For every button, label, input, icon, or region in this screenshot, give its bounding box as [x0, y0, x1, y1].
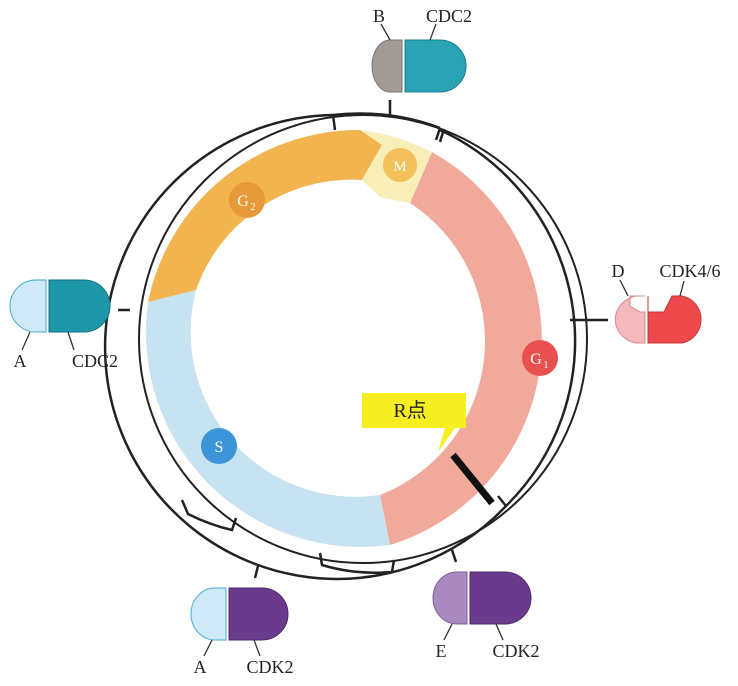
g1-sub: 1 [544, 360, 549, 371]
phase-s-arc [145, 290, 390, 547]
complex-b-cyclin-label: B [373, 6, 385, 26]
g1-label: G [530, 351, 542, 368]
phase-brackets [103, 100, 608, 581]
r-point-marker-line [450, 452, 495, 506]
phase-g1-arc [380, 152, 542, 545]
phase-ring [145, 129, 542, 547]
complex-a1-cdk-label: CDC2 [72, 351, 118, 371]
s-label: S [215, 439, 224, 456]
complex-e-cdk-label: CDK2 [492, 641, 539, 661]
complex-e-cyclin-label: E [436, 641, 447, 661]
phase-badge-m: M [383, 148, 417, 182]
outer-circle [138, 114, 588, 564]
g2-sub: 2 [251, 202, 256, 213]
r-point-label: R点 [393, 399, 426, 422]
complex-a2-cyclin-label: A [194, 657, 207, 677]
complex-a2-cdk-label: CDK2 [246, 657, 293, 677]
complex-a1-cyclin-label: A [14, 351, 27, 371]
bracket-s-short [180, 499, 238, 532]
outer-bracket-ring [103, 113, 507, 581]
r-point-callout: R点 [362, 393, 466, 452]
complex-d-cdk46: D CDK4/6 [612, 261, 721, 344]
phase-g2-arc [148, 129, 382, 302]
phase-badge-g1: G 1 [522, 340, 558, 376]
complex-a-cdc2: A CDC2 [9, 279, 118, 371]
bracket-g1-s [318, 552, 396, 574]
complex-a-cdk2: A CDK2 [190, 587, 294, 677]
phase-badge-s: S [201, 428, 237, 464]
g2-label: G [237, 193, 249, 210]
complex-b-cdc2: B CDC2 [371, 6, 472, 93]
bracket-g1-outer [439, 128, 577, 507]
complex-d-cdk-label: CDK4/6 [659, 261, 720, 281]
complex-d-cyclin-label: D [612, 261, 625, 281]
complex-e-cdk2: E CDK2 [432, 571, 540, 661]
complex-b-cdk-label: CDC2 [426, 6, 472, 26]
m-label: M [393, 159, 406, 175]
phase-badge-g2: G 2 [229, 182, 265, 218]
